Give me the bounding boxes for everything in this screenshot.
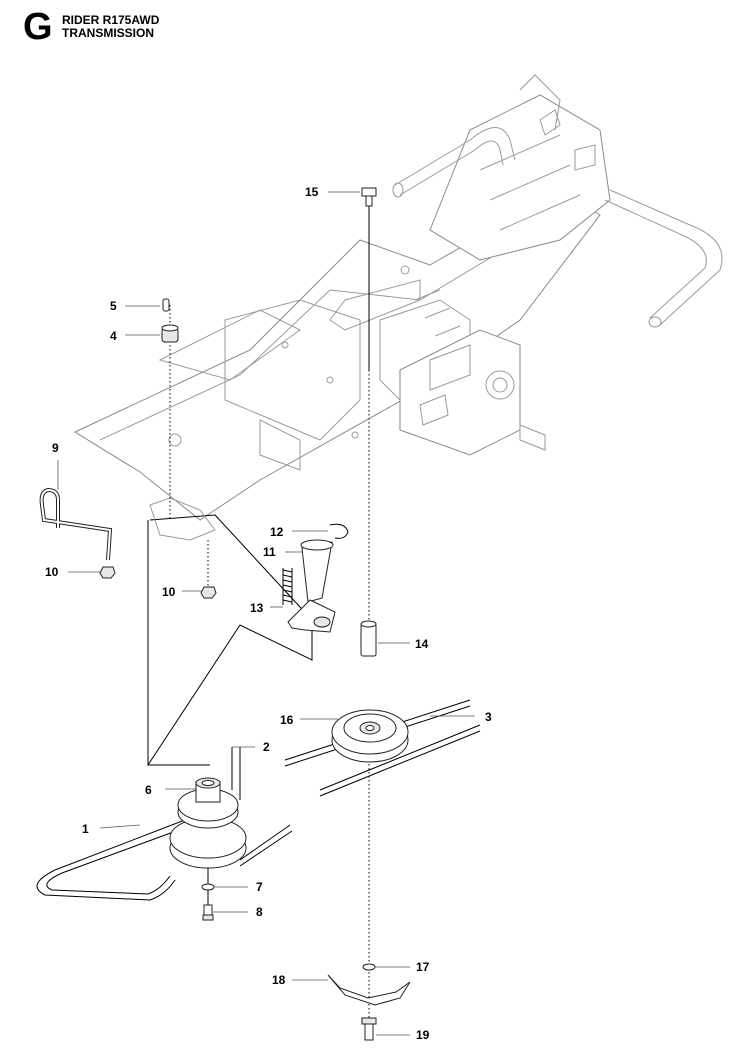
callout-19-label: 19: [416, 1028, 430, 1042]
part-15-bolt: [361, 187, 377, 207]
part-10-nut-left: [99, 566, 116, 579]
part-16-idler-pulley: [331, 709, 409, 763]
callout-1: 1: [82, 822, 141, 836]
callout-10-left-label: 10: [45, 565, 59, 579]
part-10-nut-right: [200, 586, 217, 599]
callout-15-label: 15: [305, 185, 319, 199]
part-6-drive-pulley: [169, 777, 247, 869]
callout-2: 2: [232, 740, 270, 754]
part-5-pin: [162, 298, 170, 312]
section-name: TRANSMISSION: [62, 26, 155, 40]
callout-13: 13: [250, 601, 283, 615]
callout-10-right: 10: [162, 585, 201, 599]
chassis-frame: [73, 74, 723, 521]
part-12-clip: [329, 523, 349, 539]
callout-2-label: 2: [263, 740, 270, 754]
callout-6-label: 6: [145, 783, 152, 797]
callout-9: 9: [52, 441, 59, 490]
callout-4: 4: [110, 329, 160, 343]
callout-17-label: 17: [416, 960, 430, 974]
callout-4-label: 4: [110, 329, 117, 343]
callout-19: 19: [376, 1028, 430, 1042]
callout-12-label: 12: [270, 525, 284, 539]
part-14-spacer: [360, 620, 377, 657]
part-19-bolt: [361, 1017, 377, 1041]
part-8-bolt: [202, 904, 214, 921]
callout-8: 8: [213, 905, 263, 919]
part-7-washer: [201, 883, 215, 891]
callout-11-label: 11: [263, 545, 276, 559]
callout-17: 17: [375, 960, 430, 974]
part-11-tension-arm: [287, 539, 336, 633]
callout-14: 14: [378, 637, 429, 651]
callout-10-right-label: 10: [162, 585, 176, 599]
callout-12: 12: [270, 525, 328, 539]
callout-3: 3: [430, 710, 492, 724]
model-name: RIDER R175AWD: [62, 13, 160, 27]
callout-5-label: 5: [110, 299, 117, 313]
callout-15: 15: [305, 185, 360, 199]
callout-16: 16: [280, 713, 338, 727]
section-letter: G: [23, 6, 53, 48]
diagram-title: RIDER R175AWD TRANSMISSION: [62, 14, 159, 40]
part-9-rod: [39, 487, 113, 561]
callout-6: 6: [145, 783, 196, 797]
callout-16-label: 16: [280, 713, 294, 727]
part-4-bushing: [161, 324, 179, 343]
callout-18-label: 18: [272, 973, 286, 987]
callout-5: 5: [110, 299, 160, 313]
callout-1-label: 1: [82, 822, 89, 836]
callout-8-label: 8: [256, 905, 263, 919]
callout-14-label: 14: [415, 637, 429, 651]
part-18-bracket: [327, 974, 411, 1006]
callout-18: 18: [272, 973, 328, 987]
part-1-belt: [36, 817, 293, 901]
callout-7-label: 7: [256, 880, 263, 894]
callout-3-label: 3: [485, 710, 492, 724]
callout-11: 11: [263, 545, 302, 559]
part-17-washer: [362, 963, 376, 971]
callout-13-label: 13: [250, 601, 264, 615]
callout-10-left: 10: [45, 565, 100, 579]
callout-9-label: 9: [52, 441, 59, 455]
part-13-spring: [282, 568, 293, 605]
callout-7: 7: [214, 880, 263, 894]
part-2-belt: [231, 747, 241, 800]
